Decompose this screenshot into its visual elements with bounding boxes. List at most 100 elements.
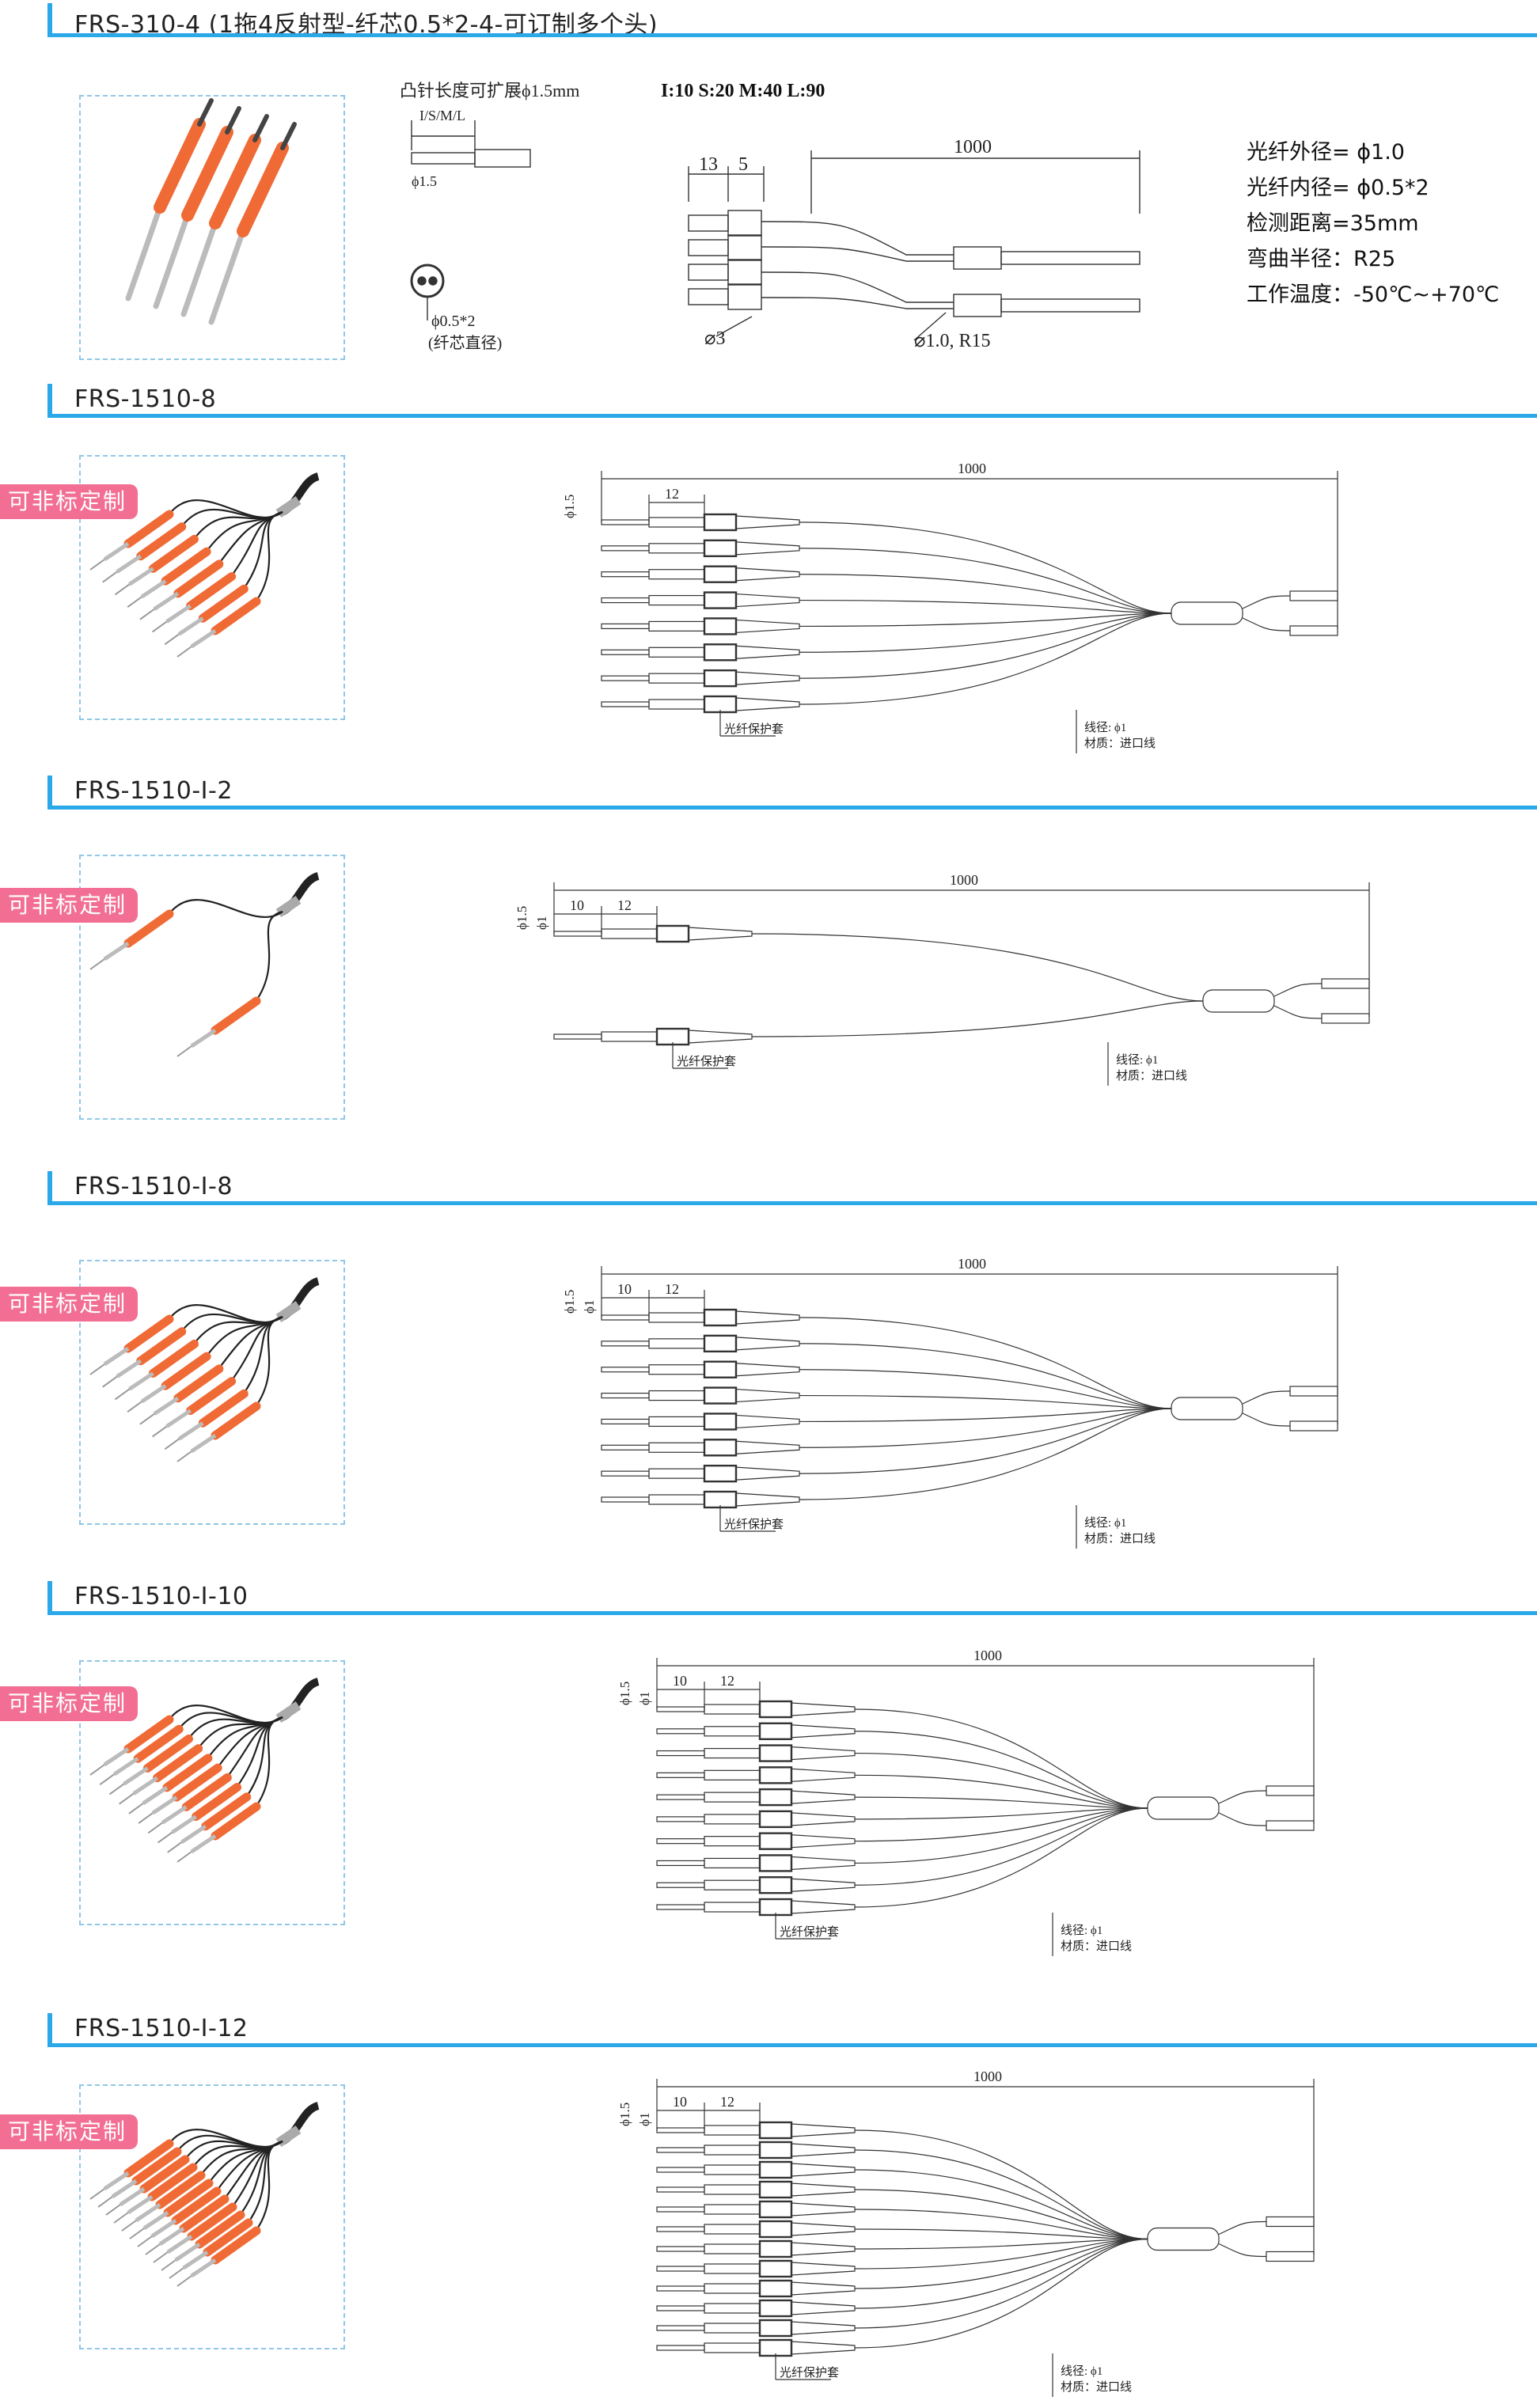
fiber-head xyxy=(656,1744,1148,1809)
pin-sizes: I:10 S:20 M:40 L:90 xyxy=(661,81,825,101)
line-dia-label: 线径: ϕ1 xyxy=(1061,1924,1102,1937)
fiber-head xyxy=(656,2180,1148,2240)
section-title: FRS-1510-I-12 xyxy=(74,2015,249,2042)
fiber-head xyxy=(656,1807,1148,1917)
header-rule xyxy=(47,806,1537,810)
line-dia-label: 线径: ϕ1 xyxy=(1084,721,1126,734)
dim-12: 12 xyxy=(720,1673,734,1689)
dim-length: 1000 xyxy=(973,2069,1002,2084)
header-accent xyxy=(47,3,52,35)
fiber-head xyxy=(601,1334,1172,1409)
dim-d1: ϕ1 xyxy=(582,1300,597,1314)
section-title: FRS-1510-I-2 xyxy=(74,777,233,805)
header-rule xyxy=(47,2043,1537,2047)
header-accent xyxy=(47,384,52,415)
dim-d1: ϕ1 xyxy=(637,2113,652,2126)
dim-5: 5 xyxy=(738,154,748,175)
sleeve-label: 光纤保护套 xyxy=(724,722,784,736)
fiber-head xyxy=(656,2160,1148,2240)
material-label: 材质：进口线 xyxy=(1061,1940,1132,1953)
header-accent xyxy=(47,1581,52,1613)
section-header: FRS-1510-I-2 xyxy=(47,775,1537,810)
dim-d15: ϕ1.5 xyxy=(562,1290,577,1314)
dim-tail: ⌀1.0, R15 xyxy=(914,331,990,351)
custom-badge: 可非标定制 xyxy=(0,888,139,923)
fiber-head xyxy=(601,1386,1172,1409)
fiber-head xyxy=(656,2238,1148,2338)
fiber-head xyxy=(656,2238,1148,2278)
probe-bundle-image xyxy=(89,872,320,1057)
section-header: FRS-1510-8 xyxy=(47,384,1537,418)
material-label: 材质：进口线 xyxy=(1061,2380,1132,2394)
fiber-head xyxy=(601,513,1172,614)
header-accent xyxy=(47,2013,52,2045)
hub xyxy=(1147,2227,1220,2251)
probe-bundle-image xyxy=(89,1678,320,1863)
dim-length: 1000 xyxy=(950,872,978,888)
header-rule xyxy=(47,1611,1537,1615)
probe-bundle-image xyxy=(89,1277,320,1462)
probe xyxy=(176,1716,283,1863)
dim-10: 10 xyxy=(673,1673,687,1689)
sleeve-label: 光纤保护套 xyxy=(677,1055,736,1068)
fiber-head xyxy=(553,924,1204,1002)
fiber-head xyxy=(601,612,1172,635)
tail xyxy=(1289,590,1338,601)
fiber-head-row xyxy=(688,210,762,310)
tail xyxy=(1266,1820,1315,1831)
header-accent xyxy=(47,1171,52,1203)
probe xyxy=(139,511,283,620)
spec-inner-dia: 光纤内径= ϕ0.5*2 xyxy=(1247,176,1429,200)
probe xyxy=(176,910,283,1057)
fiber-head xyxy=(656,1766,1148,1809)
fiber-head xyxy=(656,1807,1148,1872)
tail xyxy=(1321,1013,1370,1024)
tail xyxy=(1289,1420,1338,1432)
hub xyxy=(1202,989,1275,1013)
line-dia-label: 线径: ϕ1 xyxy=(1084,1516,1126,1530)
section-title: FRS-1510-8 xyxy=(74,385,217,413)
dim-length: 1000 xyxy=(954,137,992,157)
header-rule xyxy=(47,414,1537,418)
fiber-head xyxy=(601,1408,1172,1457)
section-header: FRS-1510-I-8 xyxy=(47,1171,1537,1205)
material-label: 材质：进口线 xyxy=(1084,1532,1156,1545)
fiber-head xyxy=(656,2238,1148,2357)
dim-length: 1000 xyxy=(958,1256,986,1272)
spec-distance: 检测距离=35mm xyxy=(1247,211,1419,236)
fiber-head xyxy=(601,612,1172,714)
header-rule xyxy=(47,1201,1537,1205)
probe-set xyxy=(125,98,297,325)
dimension-drawing: 100012ϕ1.5光纤保护套线径: ϕ1材质：进口线 xyxy=(562,461,1338,753)
tail xyxy=(1266,2251,1315,2262)
core-caption: (纤芯直径) xyxy=(428,334,502,352)
hub xyxy=(1147,1796,1220,1820)
fiber-head xyxy=(656,1807,1148,1829)
fiber-head xyxy=(656,2121,1148,2240)
probe-bundle-image xyxy=(89,472,320,658)
spec-bend-radius: 弯曲半径：R25 xyxy=(1247,247,1396,271)
section-header: FRS-1510-I-12 xyxy=(47,2013,1537,2047)
material-label: 材质：进口线 xyxy=(1116,1069,1187,1083)
tail xyxy=(1266,1785,1315,1796)
dim-13: 13 xyxy=(699,154,718,175)
fiber-head xyxy=(601,591,1172,614)
pin-dia-label: ϕ1.5 xyxy=(412,173,437,189)
sleeve-label: 光纤保护套 xyxy=(780,2366,839,2380)
section-header: FRS-1510-I-10 xyxy=(47,1581,1537,1615)
fiber-head xyxy=(601,1408,1172,1483)
dim-10: 10 xyxy=(617,1281,632,1297)
probe-bundle-image xyxy=(89,2102,320,2287)
fiber-head xyxy=(656,2238,1148,2298)
custom-badge: 可非标定制 xyxy=(0,2114,139,2149)
fiber-head xyxy=(656,1700,1148,1809)
tail xyxy=(1289,625,1338,636)
line-dia-label: 线径: ϕ1 xyxy=(1116,1053,1158,1067)
dim-12: 12 xyxy=(617,897,632,913)
